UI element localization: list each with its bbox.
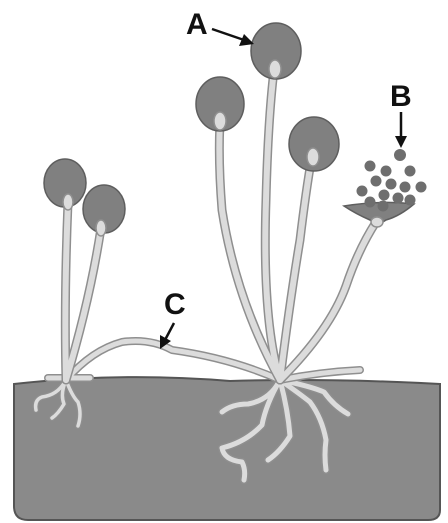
sporangia [44, 23, 339, 236]
arrow-b [395, 112, 407, 148]
burst-sporangium [344, 149, 427, 227]
sporangium-2 [196, 77, 244, 131]
label-a: A [186, 8, 208, 41]
sporangium-5 [83, 185, 125, 236]
sporangium-a [251, 23, 301, 79]
label-c: C [164, 288, 186, 321]
sporangium-4 [44, 159, 86, 210]
arrow-a [212, 29, 254, 46]
spore-b [394, 149, 406, 161]
sporangium-3 [289, 117, 339, 171]
label-b: B [390, 80, 412, 113]
